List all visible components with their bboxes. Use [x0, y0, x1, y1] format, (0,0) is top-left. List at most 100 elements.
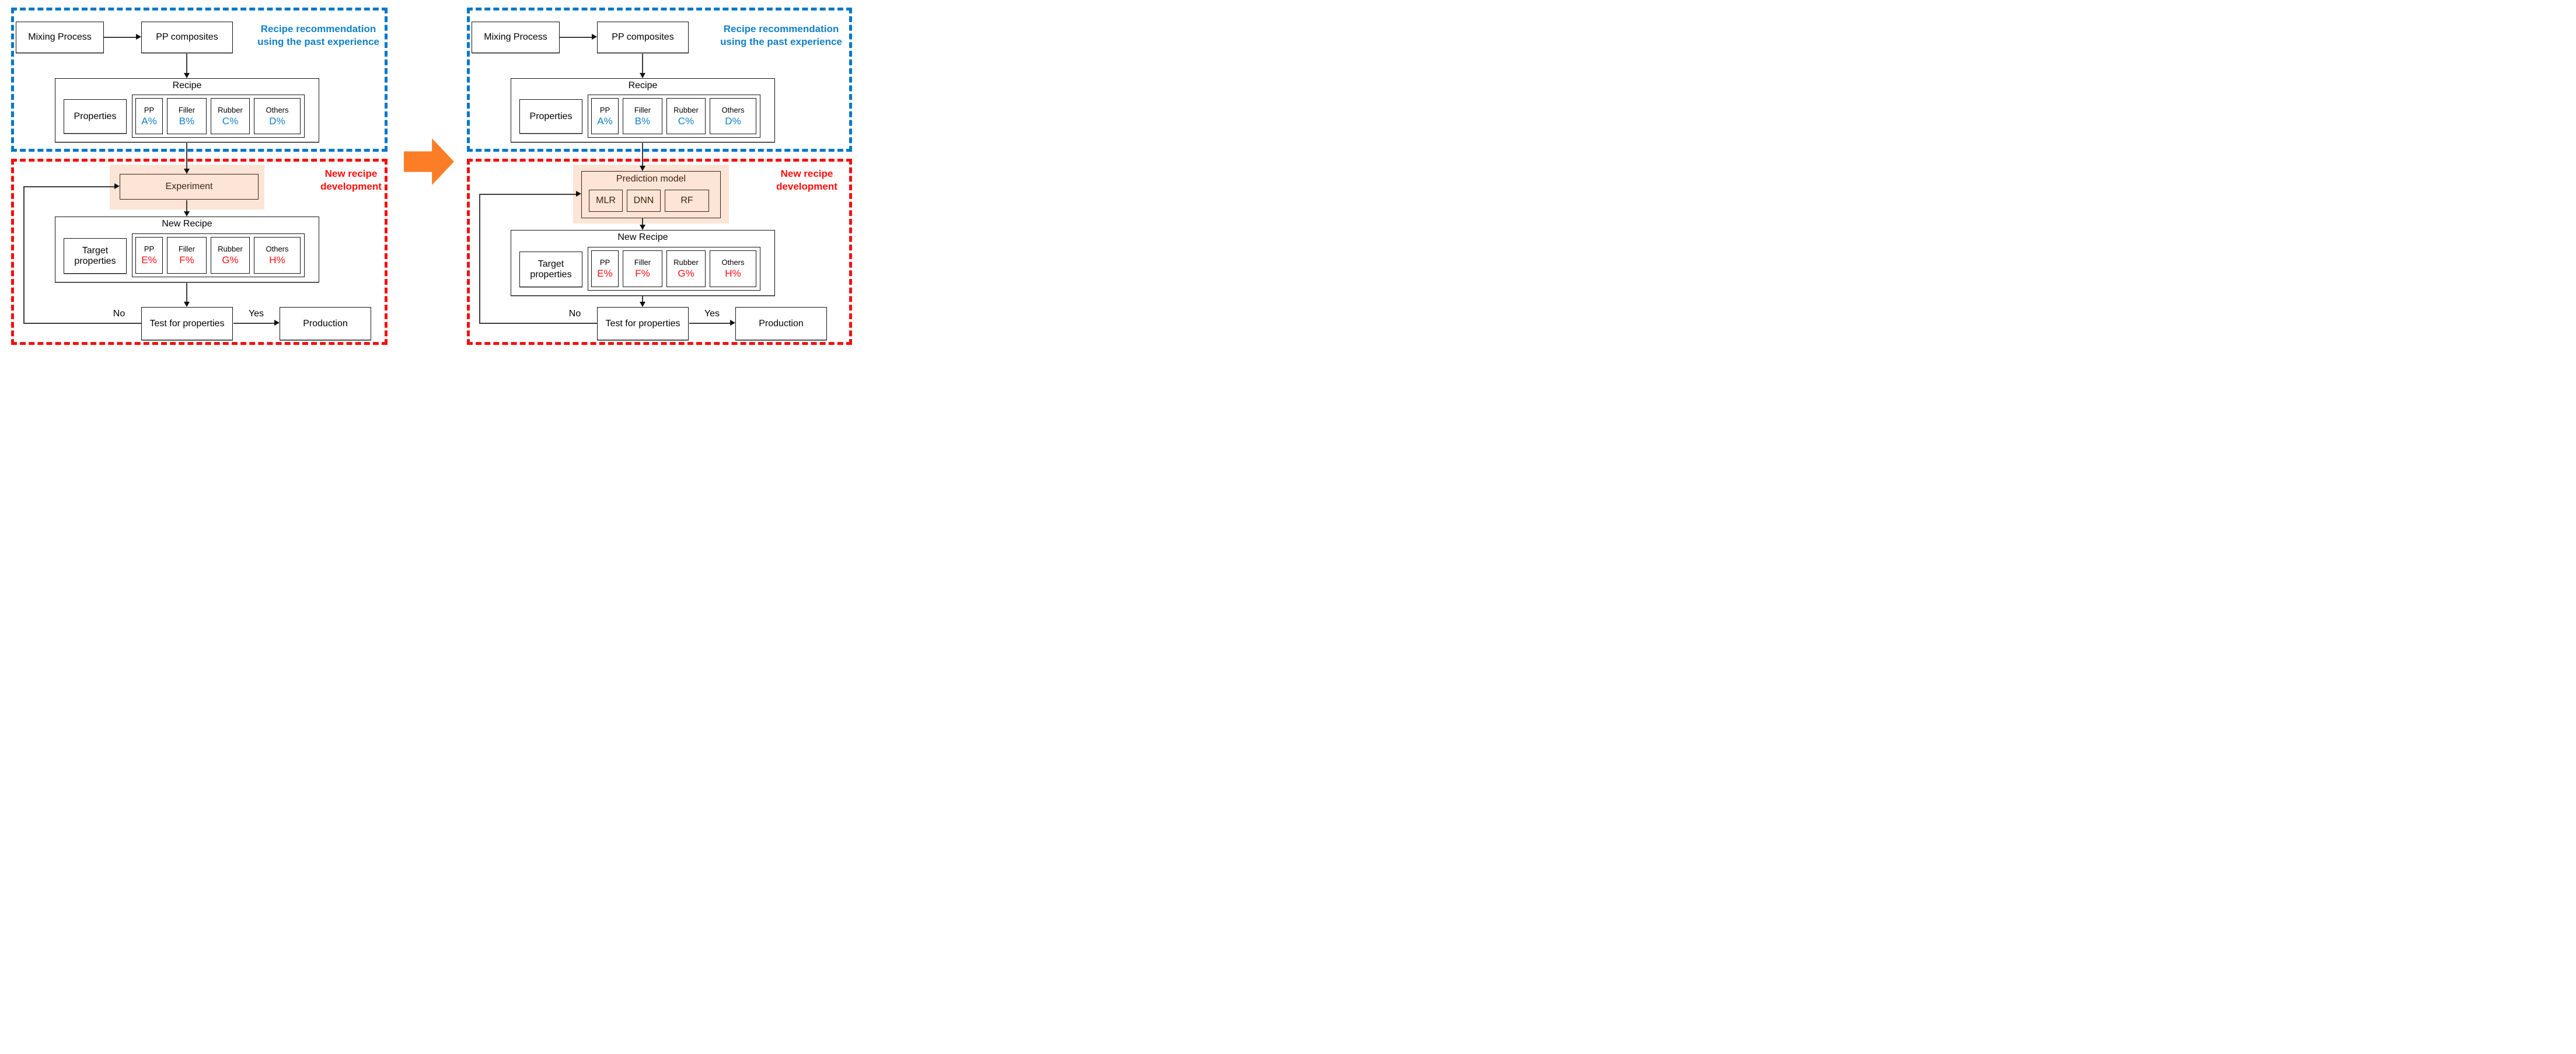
connector-line	[104, 37, 136, 38]
model-box-rf: RF	[665, 190, 709, 212]
recipe-title: Recipe	[172, 81, 202, 90]
new-recipe-dashed-region	[11, 159, 388, 345]
component-box-rubber: Rubber G%	[666, 250, 706, 287]
past-experience-dashed-region	[467, 8, 852, 152]
arrowhead-right-icon	[274, 320, 280, 326]
component-value: C%	[678, 115, 694, 127]
component-value: E%	[141, 254, 157, 266]
arrowhead-down-icon	[184, 169, 190, 174]
feedback-loop-line	[479, 323, 597, 324]
component-value: H%	[269, 254, 285, 266]
past-experience-dashed-region	[11, 8, 388, 152]
arrowhead-down-icon	[640, 225, 645, 230]
component-name: Others	[721, 258, 745, 267]
component-value: F%	[179, 254, 194, 266]
component-name: Others	[266, 105, 289, 114]
component-box-filler: Filler B%	[167, 98, 207, 134]
prediction-model-box: Prediction model MLR DNN RF	[581, 171, 721, 218]
component-name: Filler	[634, 105, 651, 114]
component-box-pp: PP E%	[135, 237, 163, 274]
yes-label: Yes	[248, 309, 264, 319]
test-for-properties-box: Test for properties	[597, 307, 689, 340]
feedback-loop-line	[23, 187, 25, 323]
connector-line	[689, 323, 730, 324]
component-box-others: Others D%	[710, 98, 756, 134]
arrowhead-down-icon	[640, 166, 645, 171]
connector-line	[642, 143, 643, 166]
component-box-rubber: Rubber G%	[211, 237, 250, 274]
new-recipe-title: New Recipe	[617, 232, 668, 242]
arrowhead-down-icon	[184, 211, 190, 217]
recipe-section: Recipe Properties PP A% Filler B% Rubber…	[55, 78, 319, 142]
component-box-others: Others H%	[710, 250, 756, 287]
panel-left-conventional: Recipe recommendation using the past exp…	[11, 8, 388, 345]
connector-line	[560, 37, 592, 38]
arrowhead-right-icon	[114, 183, 120, 189]
component-value: F%	[635, 268, 650, 279]
yes-label: Yes	[704, 309, 720, 319]
connector-line	[233, 323, 274, 324]
component-value: H%	[725, 268, 741, 279]
arrowhead-down-icon	[184, 302, 190, 307]
transform-block-arrow-icon	[404, 138, 454, 185]
blue-region-caption: Recipe recommendation using the past exp…	[712, 23, 850, 48]
caption-line: using the past experience	[257, 36, 379, 47]
component-name: PP	[599, 105, 610, 114]
experiment-box: Experiment	[120, 174, 259, 200]
component-value: B%	[179, 115, 195, 127]
feedback-loop-line	[23, 323, 141, 324]
connector-line	[642, 296, 643, 302]
no-label: No	[113, 309, 125, 319]
connector-line	[642, 54, 643, 73]
component-name: PP	[144, 245, 155, 253]
component-name: Rubber	[218, 245, 243, 253]
new-recipe-components-group: PP E% Filler F% Rubber G% Others H%	[132, 233, 305, 277]
prediction-model-title: Prediction model	[616, 174, 686, 184]
test-for-properties-box: Test for properties	[141, 307, 233, 340]
component-box-filler: Filler F%	[167, 237, 207, 274]
recipe-components-group: PP A% Filler B% Rubber C% Others D%	[132, 95, 305, 138]
component-name: Filler	[634, 258, 651, 267]
production-box: Production	[280, 307, 371, 340]
arrowhead-down-icon	[640, 73, 645, 78]
production-box: Production	[735, 307, 827, 340]
component-box-pp: PP A%	[591, 98, 619, 134]
component-box-filler: Filler F%	[623, 250, 662, 287]
arrowhead-down-icon	[640, 302, 645, 307]
arrowhead-right-icon	[136, 34, 141, 40]
component-value: D%	[725, 115, 741, 127]
component-box-rubber: Rubber C%	[211, 98, 250, 134]
component-box-filler: Filler B%	[623, 98, 662, 134]
component-box-others: Others H%	[254, 237, 301, 274]
component-value: G%	[678, 268, 694, 279]
arrowhead-right-icon	[730, 320, 735, 326]
new-recipe-components-group: PP E% Filler F% Rubber G% Others H%	[588, 247, 760, 291]
component-name: Others	[721, 105, 745, 114]
component-value: B%	[634, 115, 651, 127]
caption-line: New recipe	[324, 168, 378, 179]
component-box-pp: PP A%	[135, 98, 163, 134]
feedback-loop-line	[23, 186, 114, 187]
recipe-section: Recipe Properties PP A% Filler B% Rubber…	[511, 78, 775, 142]
component-box-rubber: Rubber C%	[666, 98, 706, 134]
caption-line: Recipe recommendation	[723, 23, 839, 34]
connector-line	[186, 143, 187, 169]
panel-right-ml-assisted: Recipe recommendation using the past exp…	[467, 8, 852, 345]
component-name: Others	[266, 245, 289, 253]
pp-composites-box: PP composites	[597, 22, 689, 53]
component-value: A%	[597, 115, 613, 127]
component-value: G%	[222, 254, 239, 266]
component-value: E%	[597, 268, 613, 279]
caption-line: development	[320, 181, 382, 192]
caption-line: development	[776, 181, 837, 192]
component-name: Filler	[178, 245, 196, 253]
component-name: Rubber	[673, 258, 699, 267]
connector-line	[186, 283, 187, 302]
component-name: Rubber	[218, 105, 243, 114]
no-label: No	[568, 309, 581, 319]
connector-line	[186, 54, 187, 73]
arrowhead-right-icon	[576, 191, 581, 197]
new-recipe-dashed-region	[467, 159, 852, 345]
blue-region-caption: Recipe recommendation using the past exp…	[249, 23, 388, 48]
component-value: D%	[269, 115, 285, 127]
